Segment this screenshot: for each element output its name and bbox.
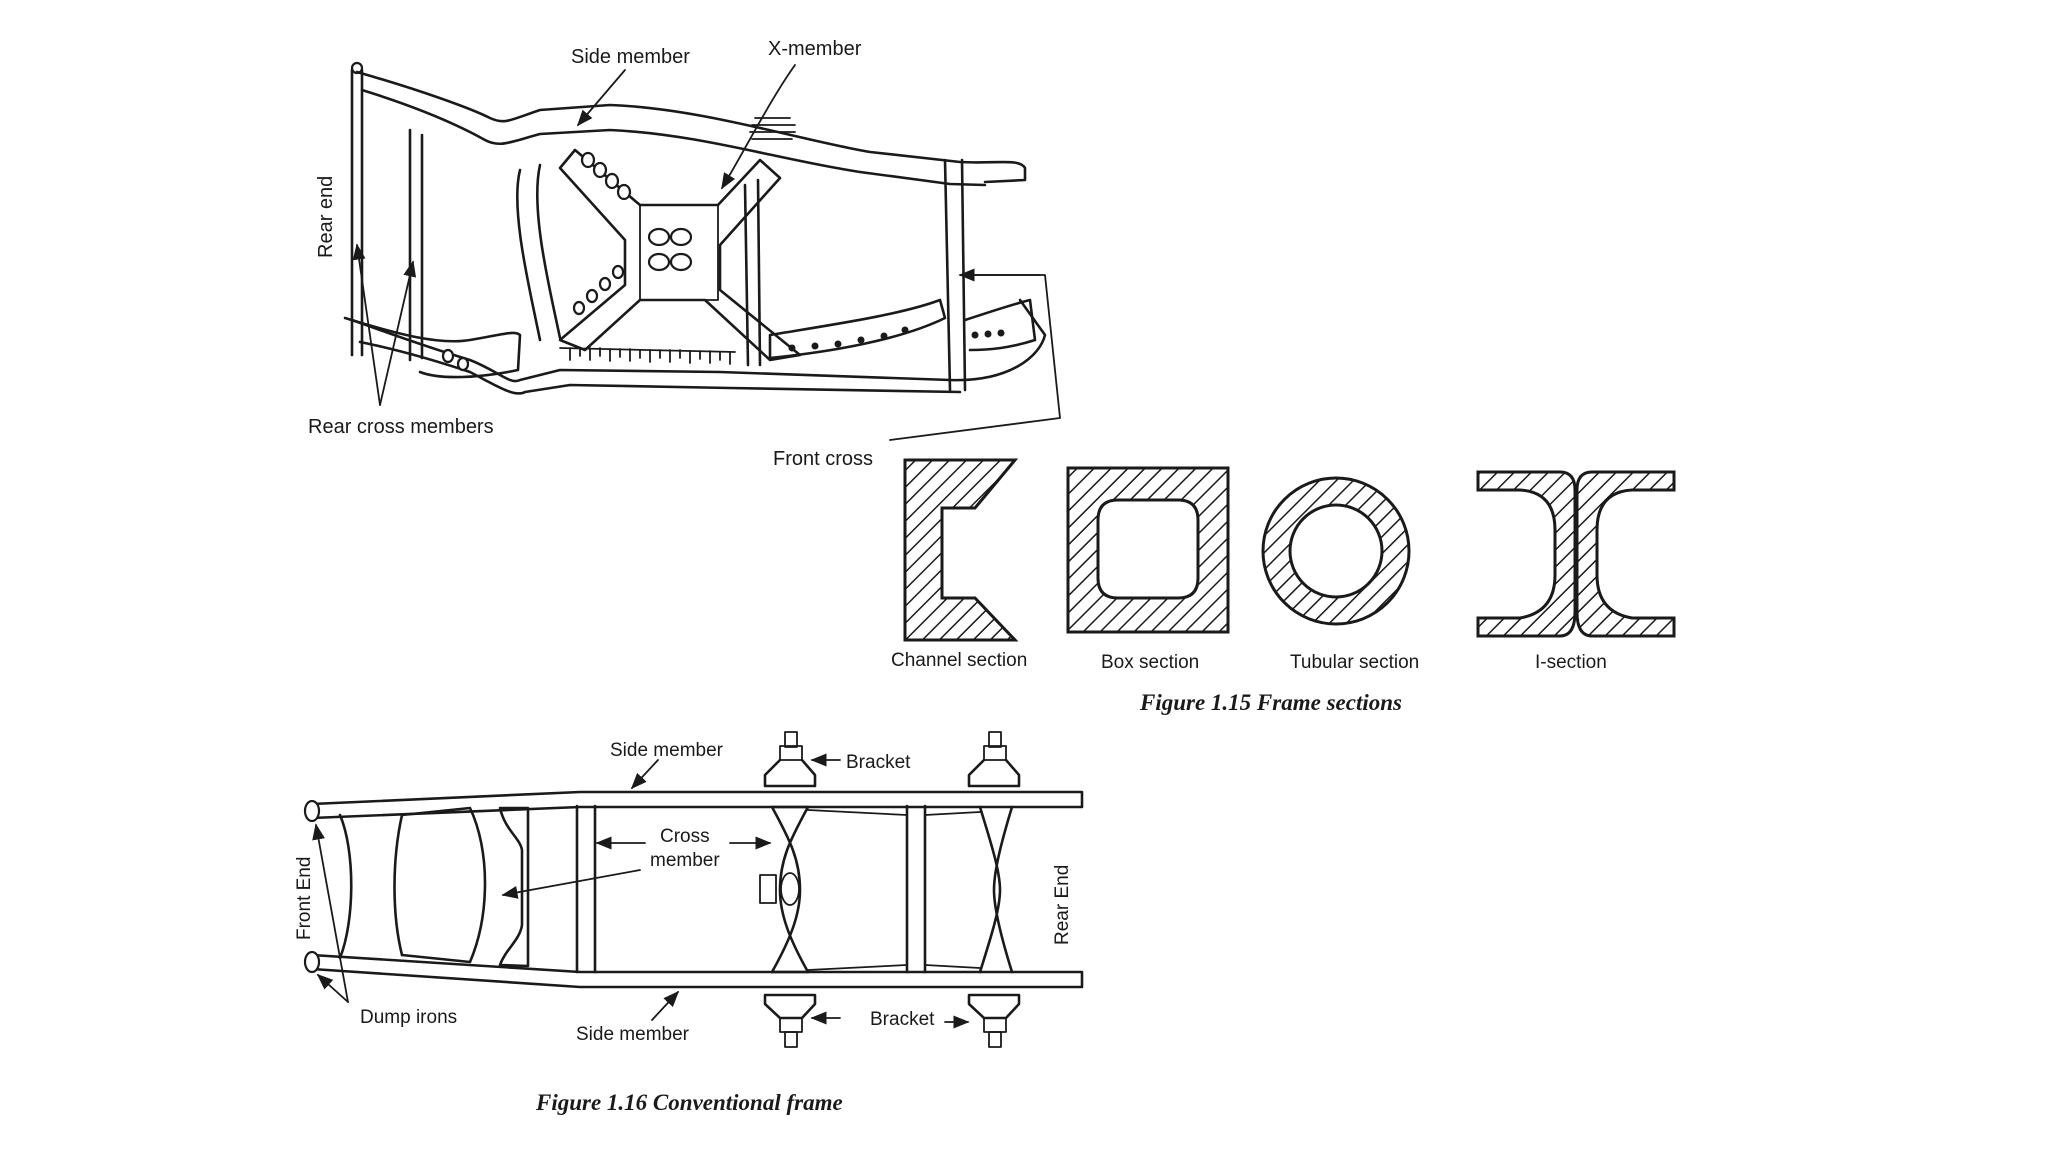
label-rear-end-fig116: Rear End — [1052, 865, 1073, 945]
label-rear-cross-members: Rear cross members — [308, 416, 494, 438]
bracket-bottom-right — [967, 993, 1021, 1048]
bracket-bottom-left — [763, 993, 817, 1048]
caption-figure-1-16: Figure 1.16 Conventional frame — [535, 1090, 843, 1115]
label-side-member: Side member — [571, 46, 690, 68]
bracket-top-left — [763, 731, 817, 788]
box-section — [1066, 466, 1230, 634]
label-side-member-top: Side member — [610, 740, 724, 761]
caption-figure-1-15: Figure 1.15 Frame sections — [1139, 690, 1402, 715]
tubular-section — [1261, 476, 1411, 626]
plate-rivets — [788, 326, 909, 352]
conventional-frame-drawing — [303, 731, 1084, 1048]
label-channel-section: Channel section — [891, 650, 1027, 671]
label-dump-irons: Dump irons — [360, 1007, 457, 1028]
label-x-member: X-member — [768, 38, 862, 60]
label-cross-member-line2: member — [650, 850, 720, 871]
label-box-section: Box section — [1101, 652, 1199, 673]
label-front-cross: Front cross — [773, 448, 873, 470]
label-side-member-bottom: Side member — [576, 1024, 690, 1045]
label-i-section: I-section — [1535, 652, 1607, 673]
label-bracket-top: Bracket — [846, 752, 911, 773]
ruler-ticks — [569, 347, 731, 365]
label-tubular-section: Tubular section — [1290, 652, 1419, 673]
label-front-end: Front End — [294, 857, 315, 940]
label-bracket-bottom: Bracket — [870, 1009, 935, 1030]
label-rear-end: Rear end — [315, 176, 337, 258]
label-cross-member-line1: Cross — [660, 826, 710, 847]
x-member-frame-drawing — [343, 61, 1061, 441]
channel-section — [903, 458, 1019, 642]
x-member-holes — [572, 151, 693, 316]
i-section — [1476, 470, 1676, 638]
bracket-top-right — [967, 731, 1021, 788]
